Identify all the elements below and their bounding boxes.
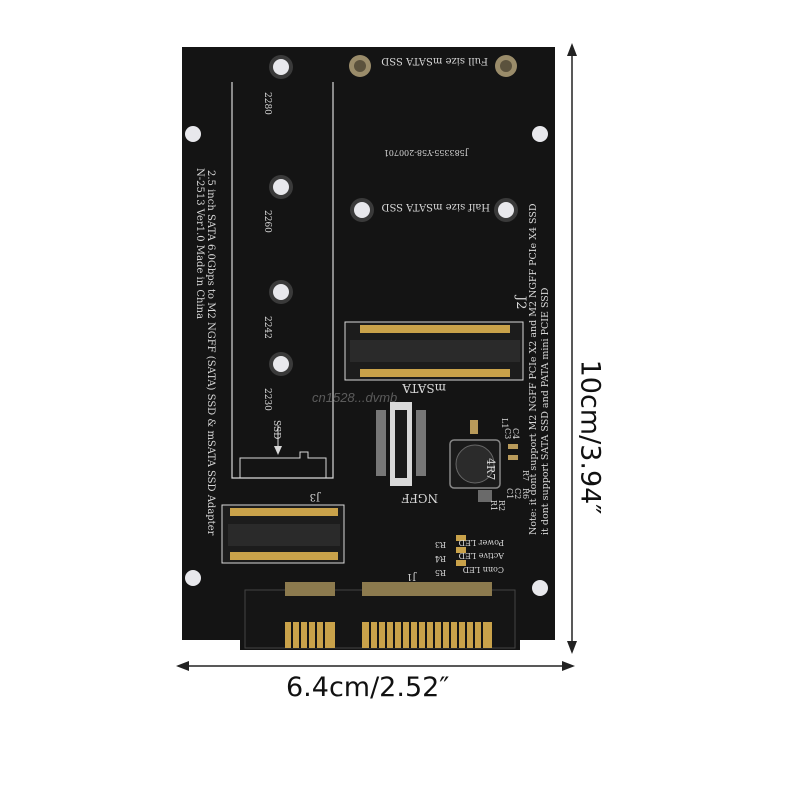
part-number: J583355-Y58-200701 xyxy=(384,148,469,157)
led-label-power: Power LED xyxy=(459,538,504,547)
standoff-label-2260: 2260 xyxy=(262,210,272,233)
inductor-marking: 4R7 xyxy=(484,458,497,480)
mounting-holes xyxy=(185,126,548,596)
ref-r1: R1 xyxy=(489,500,498,511)
m2-connector-j3 xyxy=(221,504,345,564)
screws xyxy=(349,55,517,77)
height-label: 10cm/3.94″ xyxy=(574,359,606,515)
watermark: cn1528...dvmb xyxy=(312,390,397,405)
note-line-1: Note: it dont support M2 NGFF PCIe X2 an… xyxy=(528,203,539,535)
ngff-label: NGFF xyxy=(401,491,438,505)
ref-r7: R7 xyxy=(521,470,530,481)
ssd-label: SSD xyxy=(271,420,281,439)
standoff-label-2230: 2230 xyxy=(262,388,272,411)
full-size-label: Full size mSATA SSD xyxy=(381,55,488,66)
ref-c4: C4 xyxy=(511,428,520,439)
adapter-title-text: 2.5 inch SATA 6.0Gbps to M2 NGFF (SATA) … xyxy=(205,170,216,536)
smd-components xyxy=(456,420,518,566)
inductor-ref: L1 xyxy=(500,418,509,428)
half-size-label: Half size mSATA SSD xyxy=(381,201,490,212)
standoff-label-2280: 2280 xyxy=(262,92,272,115)
sata-connector xyxy=(244,582,516,649)
msata-label: mSATA xyxy=(402,381,446,395)
inductor xyxy=(449,439,501,489)
ref-r4: R4 xyxy=(435,554,446,563)
slot-j2-label: J2 xyxy=(513,294,528,309)
m2-slot-outline xyxy=(231,82,334,479)
ref-c3: C3 xyxy=(503,428,512,439)
slot-j1-label: J1 xyxy=(407,571,417,581)
model-text: N-2513 Ver1.0 Made in China xyxy=(194,168,205,319)
height-dimension-line xyxy=(567,43,577,654)
ref-c1: C1 xyxy=(505,488,514,499)
led-label-active: Active LED xyxy=(459,551,505,560)
ref-c2: C2 xyxy=(513,488,522,499)
msata-connector-j2 xyxy=(344,321,524,381)
width-label: 6.4cm/2.52″ xyxy=(286,672,450,703)
standoff-label-2242: 2242 xyxy=(262,316,272,339)
ref-r2: R2 xyxy=(497,500,506,511)
slot-j3-label: J3 xyxy=(310,491,321,502)
ref-r6: R6 xyxy=(521,488,530,499)
mode-switch xyxy=(376,402,426,486)
ref-r5: R5 xyxy=(435,568,446,577)
standoff-holes xyxy=(269,55,518,376)
note-line-2: it dont support SATA SSD and PATA mini P… xyxy=(540,287,551,535)
led-label-conn: Conn LED xyxy=(463,565,504,574)
ref-r3: R3 xyxy=(435,540,446,549)
width-dimension-line xyxy=(176,661,575,671)
